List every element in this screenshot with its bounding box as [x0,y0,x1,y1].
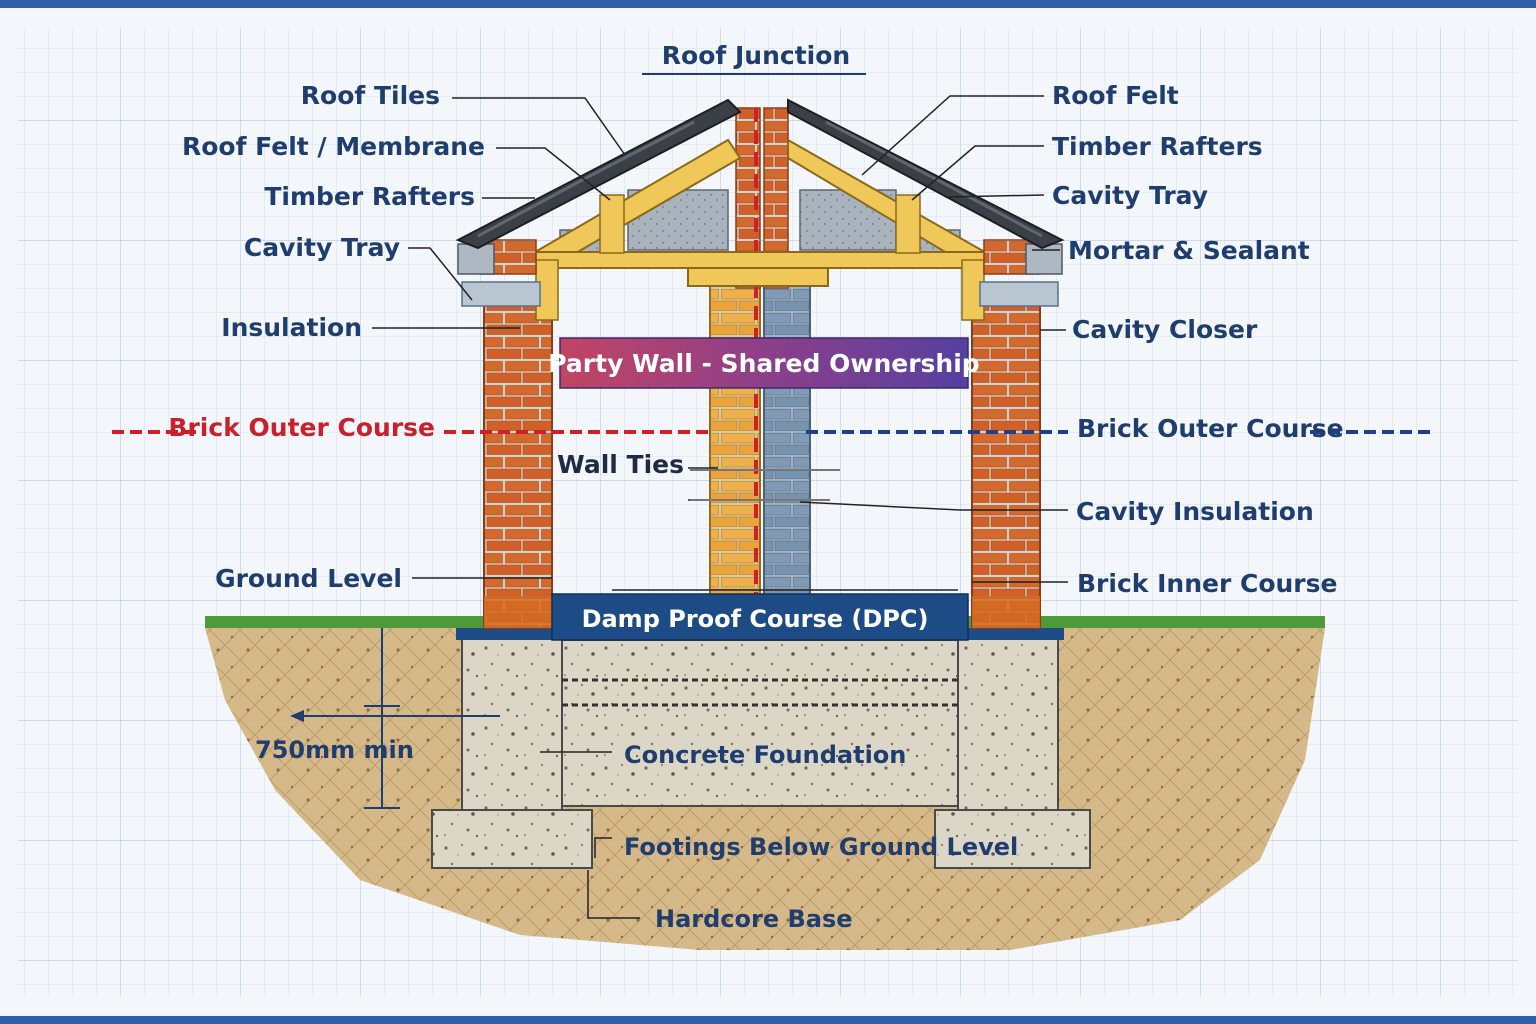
label-mortar-sealant: Mortar & Sealant [1068,236,1310,265]
wall-base-right [972,596,1040,628]
roof-tiles-left [455,98,742,250]
label-roof-felt-membrane: Roof Felt / Membrane [182,132,485,161]
label-timber-rafters-right: Timber Rafters [1052,132,1263,161]
label-depth-dimension: 750mm min [255,736,414,764]
label-party-wall: Party Wall - Shared Ownership [548,349,979,378]
strut-right [895,194,921,254]
label-wall-ties: Wall Ties [557,450,684,479]
concrete-foundation-slab [561,639,959,807]
leader-lines-right [540,95,1068,919]
label-timber-rafters-left: Timber Rafters [264,182,475,211]
party-wall-leaf-left [709,284,761,596]
footing-right [934,809,1091,869]
label-cavity-tray-right: Cavity Tray [1052,181,1208,210]
footing-left [431,809,593,869]
label-brick-outer-course-left: Brick Outer Course [168,413,435,442]
label-cavity-closer: Cavity Closer [1072,315,1258,344]
frame-top [0,0,1536,8]
roof-tile-courses-right [825,120,1043,238]
label-ground-level: Ground Level [215,564,402,593]
cavity-closer-right [979,281,1059,307]
label-brick-outer-course-right: Brick Outer Course [1077,414,1344,443]
fascia-left [457,243,495,275]
leader-lines-left [372,97,718,579]
label-dpc: Damp Proof Course (DPC) [582,605,929,633]
ceiling-joist [495,251,1017,269]
foundation-right [957,637,1059,811]
frame-bottom [0,1016,1536,1024]
party-wall-leaf-right [763,284,811,596]
diagram-title: Roof Junction [662,41,850,70]
label-cavity-insulation: Cavity Insulation [1076,497,1314,526]
foundation-left [461,637,563,811]
label-concrete-foundation: Concrete Foundation [624,741,906,769]
outer-wall-left [483,304,553,629]
strut-left [599,194,625,254]
roof-tile-courses-left [477,120,695,238]
label-footings: Footings Below Ground Level [624,833,1018,861]
outer-wall-right [971,304,1041,629]
party-wall-plate [687,267,829,287]
depth-arrow-head [290,710,304,722]
dpc-banner [551,593,969,641]
label-hardcore-base: Hardcore Base [655,905,853,933]
label-cavity-tray-left: Cavity Tray [244,233,400,262]
party-wall-banner [559,337,969,389]
label-roof-felt: Roof Felt [1052,81,1179,110]
label-roof-tiles: Roof Tiles [301,81,440,110]
label-insulation: Insulation [221,313,362,342]
cavity-closer-left [461,281,541,307]
fascia-right [1025,243,1063,275]
wall-base-left [484,596,552,628]
label-brick-inner-course: Brick Inner Course [1077,569,1337,598]
